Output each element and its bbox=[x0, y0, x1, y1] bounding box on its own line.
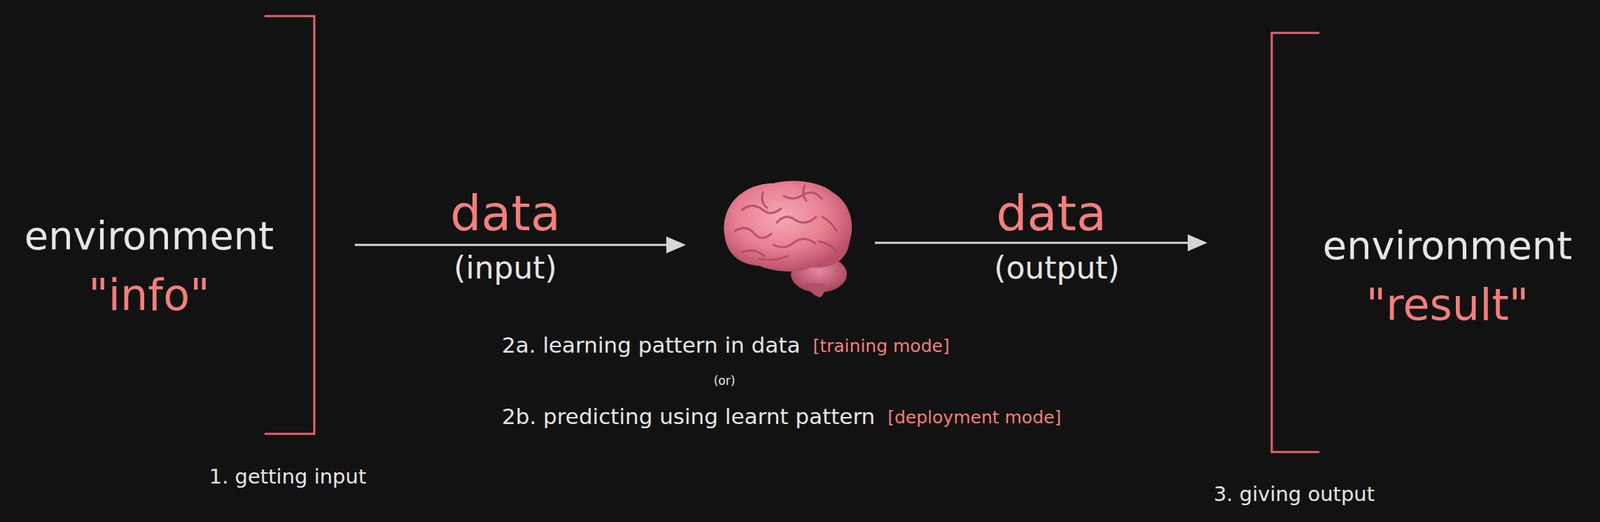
bracket bbox=[1271, 32, 1319, 453]
mode-tag: [training mode] bbox=[812, 335, 950, 357]
brain-illustration bbox=[724, 180, 853, 298]
arrow-label: data bbox=[450, 183, 561, 245]
arrow-label: (output) bbox=[993, 248, 1120, 287]
step-text: 2b. predicting using learnt pattern bbox=[501, 403, 875, 431]
mode-tag: [deployment mode] bbox=[887, 406, 1062, 429]
environment-node: environment"info" bbox=[18, 207, 280, 327]
step-text: 2a. learning pattern in data bbox=[501, 331, 800, 360]
arrow-label: data bbox=[995, 183, 1107, 245]
arrow-label: (input) bbox=[453, 248, 558, 287]
step-text: 1. getting input bbox=[209, 464, 367, 490]
environment-name: environment bbox=[1322, 220, 1573, 272]
step-text: 3. giving output bbox=[1213, 481, 1375, 507]
environment-role: "info" bbox=[88, 267, 210, 325]
environment-name: environment bbox=[24, 210, 275, 262]
environment-role: "result" bbox=[1366, 277, 1529, 334]
environment-node: environment"result" bbox=[1317, 217, 1579, 336]
connector-word: (or) bbox=[713, 373, 736, 389]
